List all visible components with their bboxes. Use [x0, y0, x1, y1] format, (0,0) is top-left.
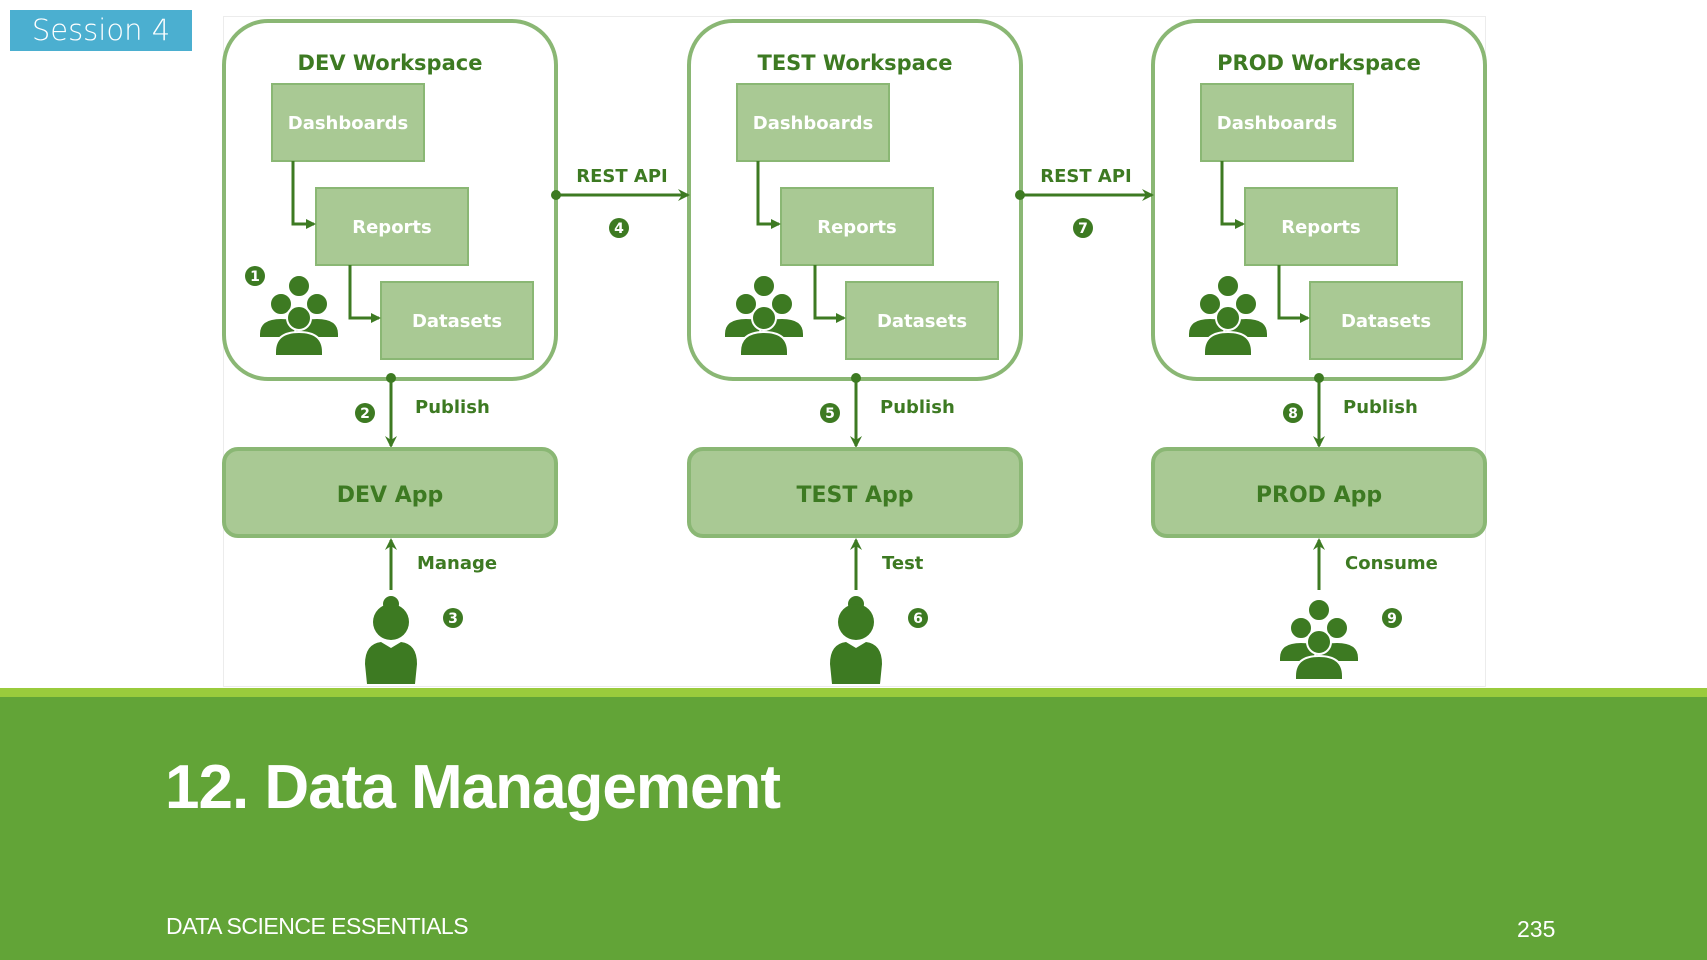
reports-label: Reports: [352, 217, 432, 238]
dashboards-label: Dashboards: [1217, 113, 1338, 134]
app-box: [687, 447, 1023, 538]
diagram-canvas: DEV WorkspaceDashboardsReportsDatasets1P…: [222, 19, 1487, 684]
single-user-icon: [365, 596, 417, 684]
workspace-test: TEST WorkspaceDashboardsReportsDatasetsP…: [687, 19, 1023, 684]
accent-stripe: [0, 688, 1707, 697]
rest-api-connector: REST API 4: [551, 166, 690, 238]
user-action-label: Test: [882, 553, 924, 574]
page-number: 235: [1517, 916, 1556, 942]
publish-label: Publish: [880, 397, 955, 418]
single-user-icon: [830, 596, 882, 684]
workspace-title: PROD Workspace: [1217, 51, 1421, 75]
datasets-label: Datasets: [412, 311, 502, 332]
step-number: 7: [1078, 221, 1088, 237]
app-label: PROD App: [1256, 483, 1382, 508]
step-badge-icon: [443, 608, 463, 628]
dashboards-label: Dashboards: [753, 113, 874, 134]
dashboards-to-reports-arrow: [291, 161, 316, 229]
app-label: DEV App: [337, 483, 444, 508]
reports-to-datasets-arrow: [1277, 265, 1310, 323]
datasets-label: Datasets: [877, 311, 967, 332]
step-badge-icon: [355, 403, 375, 423]
user-action-label: Consume: [1345, 553, 1438, 574]
step-badge-icon: [1382, 608, 1402, 628]
user-action-label: Manage: [417, 553, 497, 574]
dashboards-label: Dashboards: [288, 113, 409, 134]
reports-to-datasets-arrow: [348, 265, 381, 323]
dashboards-to-reports-arrow: [1220, 161, 1245, 229]
step-badge-icon: [1283, 403, 1303, 423]
step-badge-icon: [1073, 218, 1093, 238]
step-number: 2: [360, 406, 370, 422]
datasets-box: [1309, 281, 1463, 360]
reports-box: [780, 187, 934, 266]
step-number: 3: [448, 611, 458, 627]
dashboards-box: [1200, 83, 1354, 162]
footer-text: DATA SCIENCE ESSENTIALS: [166, 913, 469, 939]
step-badge-icon: [609, 218, 629, 238]
reports-to-datasets-arrow: [813, 265, 846, 323]
step-number: 4: [614, 221, 624, 237]
step-number: 6: [913, 611, 923, 627]
workspace-prod: PROD WorkspaceDashboardsReportsDatasetsP…: [1151, 19, 1487, 681]
workspace-title: TEST Workspace: [758, 51, 953, 75]
dashboards-box: [271, 83, 425, 162]
datasets-box: [380, 281, 534, 360]
app-box: [1151, 447, 1487, 538]
publish-label: Publish: [415, 397, 490, 418]
workspace-title: DEV Workspace: [298, 51, 483, 75]
step-number: 8: [1288, 406, 1298, 422]
dashboards-box: [736, 83, 890, 162]
rest-api-label: REST API: [1040, 166, 1132, 187]
app-box: [222, 447, 558, 538]
user-group-icon: [1278, 598, 1360, 681]
reports-label: Reports: [817, 217, 897, 238]
title-band: [0, 697, 1707, 960]
step-number: 5: [825, 406, 835, 422]
app-label: TEST App: [796, 483, 913, 508]
datasets-box: [845, 281, 999, 360]
rest-api-label: REST API: [576, 166, 668, 187]
session-badge: Session 4: [10, 10, 192, 51]
step-badge-icon: [245, 266, 265, 286]
datasets-label: Datasets: [1341, 311, 1431, 332]
reports-label: Reports: [1281, 217, 1361, 238]
rest-api-connector: REST API 7: [1015, 166, 1154, 238]
reports-box: [1244, 187, 1398, 266]
step-badge-icon: [820, 403, 840, 423]
step-number: 1: [250, 269, 260, 285]
step-badge-icon: [908, 608, 928, 628]
reports-box: [315, 187, 469, 266]
step-number: 9: [1387, 611, 1397, 627]
publish-label: Publish: [1343, 397, 1418, 418]
dashboards-to-reports-arrow: [756, 161, 781, 229]
slide-title: 12. Data Management: [165, 753, 781, 822]
